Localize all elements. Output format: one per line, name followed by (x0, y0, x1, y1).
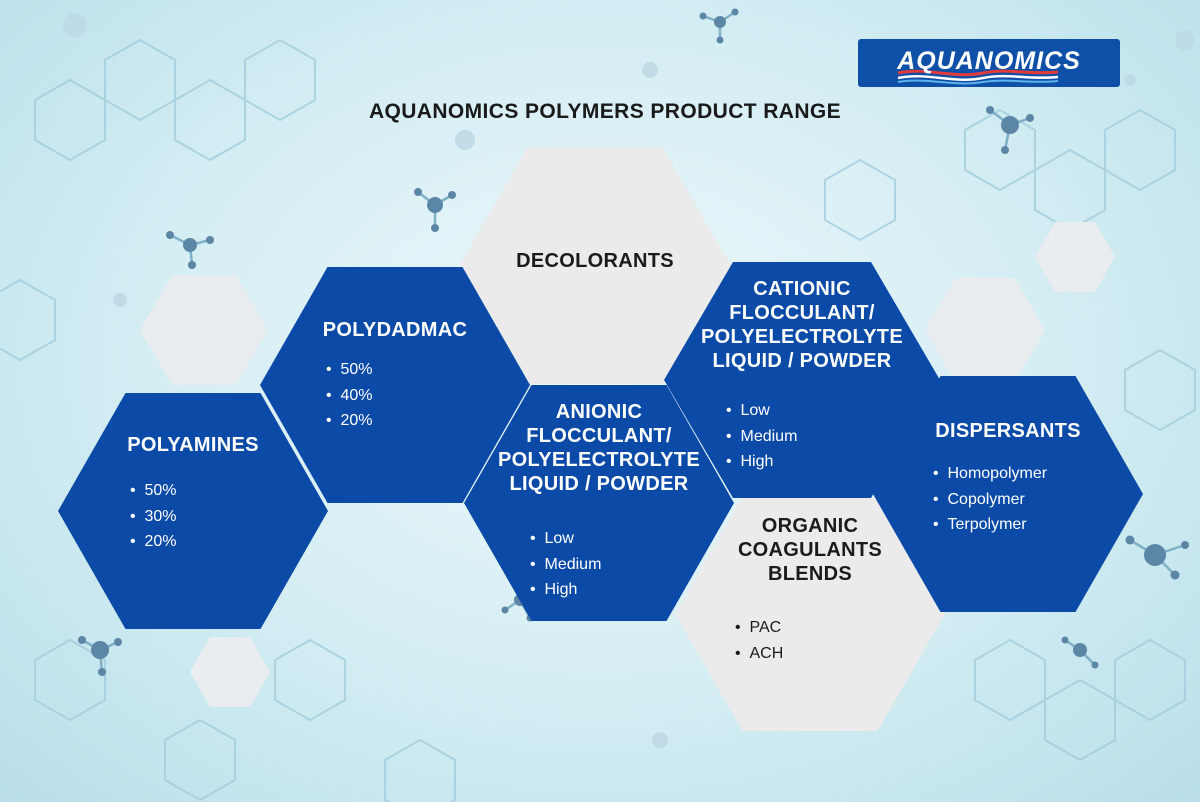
hex-polydadmac: POLYDADMAC 50% 40% 20% (260, 267, 530, 503)
hex-title: POLYDADMAC (322, 319, 468, 341)
title-line: BLENDS (767, 563, 853, 585)
title-line: CATIONIC (753, 278, 851, 300)
hex-anionic-flocculant: ANIONIC FLOCCULANT/ POLYELECTROLYTE LIQU… (464, 385, 734, 621)
list-item: Homopolymer (933, 461, 1048, 487)
item-list: Homopolymer Copolymer Terpolymer (933, 461, 1048, 538)
hex-title: DISPERSANTS (935, 420, 1081, 442)
list-item: 20% (130, 529, 177, 555)
hex-cationic-flocculant: CATIONIC FLOCCULANT/ POLYELECTROLYTE LIQ… (664, 262, 940, 498)
title-line: LIQUID / POWDER (509, 473, 689, 495)
hex-title: DECOLORANTS (516, 250, 674, 272)
logo-text: AQUANOMICS (897, 47, 1081, 75)
decorative-hexagon (190, 637, 270, 707)
list-item: ACH (735, 641, 784, 667)
item-list: 50% 30% 20% (130, 478, 177, 555)
title-line: ORGANIC (761, 515, 859, 537)
list-item: Copolymer (933, 487, 1047, 513)
title-line: FLOCCULANT/ (526, 425, 672, 447)
title-line: LIQUID / POWDER (712, 350, 892, 372)
hex-decolorants: DECOLORANTS (459, 148, 731, 384)
hex-polyamines: POLYAMINES 50% 30% 20% (58, 393, 328, 629)
list-item: 50% (326, 357, 373, 383)
decorative-hexagon (140, 275, 268, 385)
hex-title: ORGANIC COAGULANTS BLENDS (675, 514, 945, 586)
list-item: Medium (726, 424, 798, 450)
list-item: Low (530, 526, 601, 552)
item-list: Low Medium High (726, 398, 798, 475)
title-line: FLOCCULANT/ (729, 302, 875, 324)
title-line: POLYELECTROLYTE (498, 449, 700, 471)
hex-organic-coagulants: ORGANIC COAGULANTS BLENDS PAC ACH (675, 497, 945, 731)
item-list: PAC ACH (735, 615, 784, 667)
list-item: 20% (326, 408, 373, 434)
item-list: Low Medium High (530, 526, 602, 603)
list-item: PAC (735, 615, 783, 641)
item-list: 50% 40% 20% (326, 357, 373, 434)
list-item: 40% (326, 383, 373, 409)
hex-dispersants: DISPERSANTS Homopolymer Copolymer Terpol… (873, 376, 1143, 612)
brand-logo: AQUANOMICS (858, 39, 1120, 87)
list-item: High (530, 577, 601, 603)
hex-title: ANIONIC FLOCCULANT/ POLYELECTROLYTE LIQU… (464, 400, 734, 496)
hex-title: CATIONIC FLOCCULANT/ POLYELECTROLYTE LIQ… (664, 277, 940, 373)
title-line: ANIONIC (555, 401, 643, 423)
list-item: 50% (130, 478, 177, 504)
page-title: AQUANOMICS POLYMERS PRODUCT RANGE (368, 100, 842, 123)
hex-title: POLYAMINES (127, 434, 259, 456)
title-line: POLYELECTROLYTE (701, 326, 903, 348)
list-item: 30% (130, 504, 177, 530)
list-item: Medium (530, 552, 602, 578)
logo-wave-icon (858, 39, 1120, 87)
decorative-hexagon (1035, 222, 1115, 292)
list-item: Low (726, 398, 797, 424)
decorative-hexagon (925, 278, 1045, 382)
list-item: Terpolymer (933, 512, 1047, 538)
title-line: COAGULANTS (737, 539, 883, 561)
list-item: High (726, 449, 797, 475)
